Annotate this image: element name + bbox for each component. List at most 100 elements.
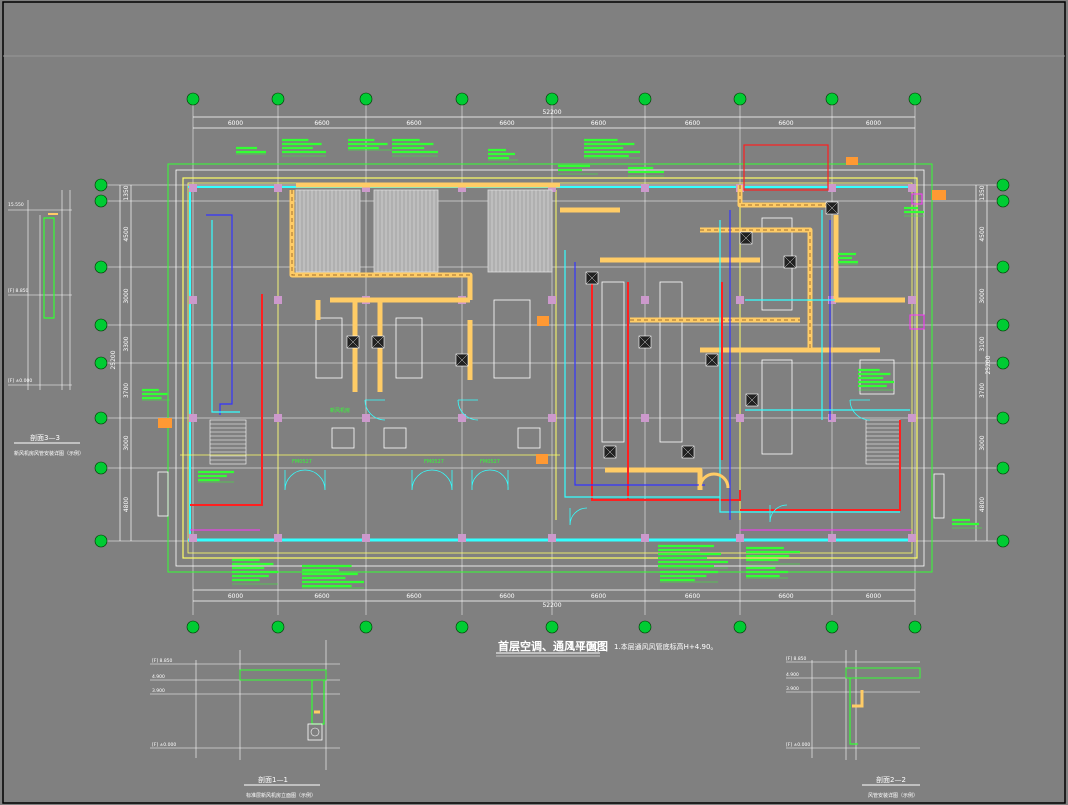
- annotation-block: [658, 544, 728, 569]
- axis-bubble: [996, 178, 1010, 192]
- bottom-dim-value: 6600: [406, 593, 421, 600]
- bottom-overall-dimension: 52200: [542, 602, 561, 609]
- section-3-level-bot: [F] ±0.000: [8, 378, 32, 384]
- water-pipes: [206, 210, 910, 520]
- bottom-dim-value: 6000: [866, 593, 881, 600]
- bottom-dim-value: 6600: [591, 593, 606, 600]
- column: [548, 184, 556, 192]
- door-tag-2: FM0527: [424, 459, 444, 465]
- door-tag-1: FM0527: [292, 459, 312, 465]
- annotation-block: [302, 564, 364, 589]
- left-dim-value: 4500: [123, 226, 130, 241]
- fcu-cross: [705, 353, 719, 367]
- drawing-title-block: 首层空调、通风平面图 1:100 1.本层通风风管底标高H+4.90。: [496, 639, 717, 657]
- column: [908, 184, 916, 192]
- top-dim-value: 6600: [685, 120, 700, 127]
- column: [189, 414, 197, 422]
- axis-bubble: [825, 620, 839, 634]
- axis-bubble: [455, 92, 469, 106]
- top-dim-value: 6600: [591, 120, 606, 127]
- section-2-level-2: 4.900: [786, 672, 799, 678]
- right-dim-value: 3700: [979, 383, 986, 398]
- axis-bubble: [271, 92, 285, 106]
- axis-bubble: [996, 461, 1010, 475]
- annotation-block: [142, 388, 170, 401]
- section-1-1: [F] 8.850 4.900 3.900 [F] ±0.000 剖面1—1 标…: [150, 640, 340, 799]
- annotation-block: [198, 470, 234, 483]
- axis-bubble: [996, 356, 1010, 370]
- annotation-block: [746, 546, 800, 565]
- dimension-lines: [119, 116, 988, 602]
- top-overall-dimension: 52200: [542, 109, 561, 116]
- fcu-cross: [603, 445, 617, 459]
- room-label-ahu: 新风机房: [330, 407, 350, 414]
- fcu-cross: [371, 335, 385, 349]
- annotation-block: [558, 164, 598, 175]
- fcu-cross: [739, 231, 753, 245]
- column: [641, 414, 649, 422]
- right-dim-value: 3000: [979, 435, 986, 450]
- left-overall-dimension: 25200: [110, 350, 117, 369]
- left-dim-value: 3000: [123, 435, 130, 450]
- axis-bubble: [908, 620, 922, 634]
- section-1-level-bot: [F] ±0.000: [152, 742, 176, 748]
- dimension-texts: 52200 52200 6000 6600 6600 6600 6600 6600 6600…: [110, 109, 992, 609]
- axis-bubble: [733, 620, 747, 634]
- axis-bubble: [94, 318, 108, 332]
- column: [736, 414, 744, 422]
- structural-columns: [189, 184, 916, 542]
- section-3-level-mid: [F] 8.850: [8, 288, 29, 294]
- room-labels: 新风机房 FM0527 FM0527 FM0527: [292, 407, 500, 465]
- fan-coil-units: [346, 201, 839, 459]
- axis-bubble: [455, 620, 469, 634]
- section-1-level-2: 4.900: [152, 674, 165, 680]
- column: [641, 184, 649, 192]
- section-3-title: 剖面3—3: [30, 433, 60, 442]
- axis-bubble: [359, 620, 373, 634]
- left-dim-value: 4800: [123, 497, 130, 512]
- axis-bubble: [94, 534, 108, 548]
- axis-bubble: [94, 178, 108, 192]
- annotation-block: [660, 570, 718, 583]
- right-dim-value: 4800: [979, 497, 986, 512]
- column: [189, 296, 197, 304]
- axis-bubble: [996, 318, 1010, 332]
- left-dim-value: 3300: [123, 336, 130, 351]
- door-tag-3: FM0527: [480, 459, 500, 465]
- column: [828, 184, 836, 192]
- column: [458, 534, 466, 542]
- fcu-cross: [346, 335, 360, 349]
- axis-bubble: [908, 92, 922, 106]
- stairs-left: [209, 419, 247, 465]
- fcu-cross: [681, 445, 695, 459]
- orange-tags: [158, 157, 946, 464]
- column: [274, 534, 282, 542]
- section-3-3: 15.550 [F] 8.850 [F] ±0.000 剖面3—3 新风机房风管…: [8, 190, 84, 457]
- fcu-cross: [745, 393, 759, 407]
- axis-bubble: [996, 534, 1010, 548]
- drawing-title: 首层空调、通风平面图: [498, 639, 608, 653]
- bottom-dim-value: 6600: [778, 593, 793, 600]
- stairs-right: [865, 419, 901, 465]
- fcu-cross: [783, 255, 797, 269]
- axis-bubble: [186, 92, 200, 106]
- annotation-block: [282, 138, 326, 157]
- right-dim-value: 4500: [979, 226, 986, 241]
- drawing-scale: 1:100: [568, 640, 600, 653]
- left-dim-value: 1350: [123, 185, 130, 200]
- axis-bubble: [996, 260, 1010, 274]
- axis-bubble: [271, 620, 285, 634]
- axis-bubble: [825, 92, 839, 106]
- axis-bubble: [638, 92, 652, 106]
- column: [274, 184, 282, 192]
- axis-bubble: [996, 194, 1010, 208]
- column: [274, 414, 282, 422]
- column: [908, 414, 916, 422]
- top-dim-value: 6600: [406, 120, 421, 127]
- axis-bubble: [638, 620, 652, 634]
- top-dim-value: 6600: [499, 120, 514, 127]
- column: [548, 534, 556, 542]
- bottom-dim-value: 6600: [685, 593, 700, 600]
